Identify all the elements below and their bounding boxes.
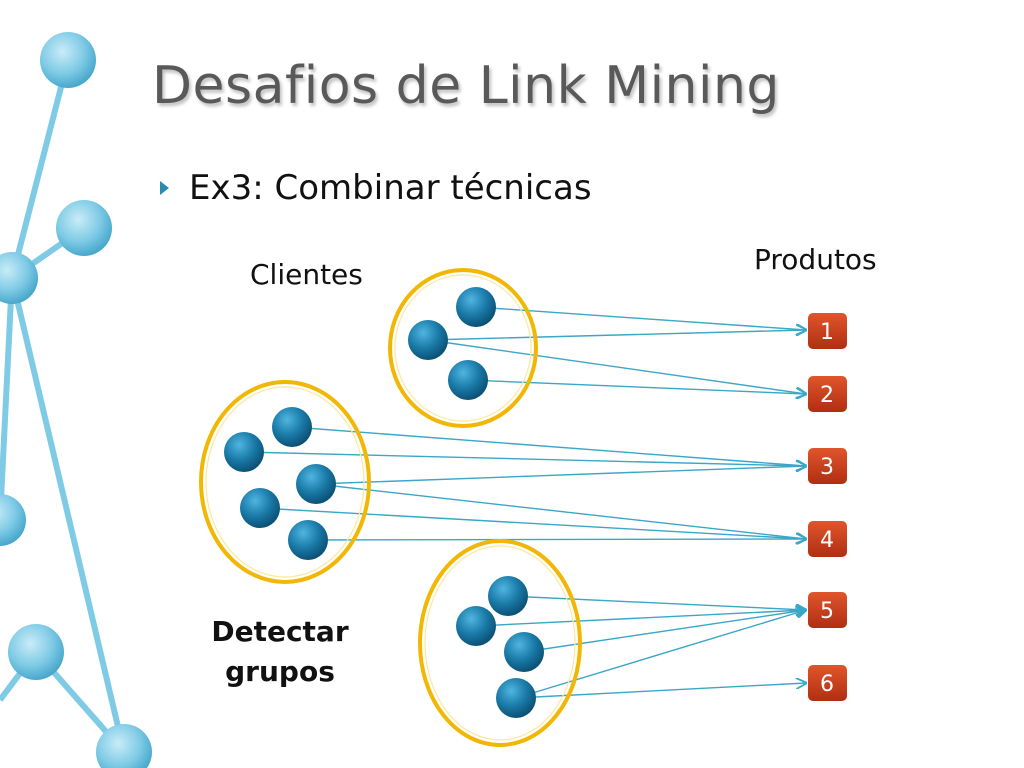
product-label: 5	[820, 599, 834, 624]
edge	[515, 610, 806, 699]
decor-node	[56, 200, 112, 256]
client-node	[296, 464, 336, 504]
edge	[507, 595, 806, 610]
edge	[259, 507, 806, 539]
group-ring	[418, 539, 582, 747]
product-label: 6	[820, 672, 834, 697]
client-node	[240, 488, 280, 528]
edge	[515, 683, 806, 699]
page-title: Desafios de Link Mining	[152, 56, 780, 116]
edge	[427, 330, 806, 341]
client-node	[288, 520, 328, 560]
group-ring	[199, 380, 371, 584]
product-box: 1	[808, 313, 847, 349]
edge	[291, 426, 806, 466]
decor-node	[40, 32, 96, 88]
client-node	[488, 576, 528, 616]
product-box: 5	[808, 592, 847, 628]
decor-node	[0, 252, 38, 304]
client-node	[496, 678, 536, 718]
decor-node	[8, 624, 64, 680]
decor-node	[96, 724, 152, 768]
client-node	[456, 606, 496, 646]
detect-groups-line1: Detectar	[211, 615, 349, 648]
client-node	[408, 320, 448, 360]
client-node	[448, 360, 488, 400]
product-box: 2	[808, 376, 847, 412]
client-node	[272, 407, 312, 447]
product-box: 3	[808, 448, 847, 484]
products-label: Produtos	[754, 243, 877, 276]
product-label: 1	[820, 320, 834, 345]
detect-groups-label: Detectar grupos	[206, 612, 354, 692]
clients-label: Clientes	[250, 258, 363, 291]
product-box: 4	[808, 521, 847, 557]
edge	[523, 610, 806, 653]
client-node	[504, 632, 544, 672]
product-label: 4	[820, 528, 834, 553]
bullet-arrow-icon	[160, 181, 169, 195]
bullet-item: Ex3: Combinar técnicas	[160, 168, 592, 208]
edge	[467, 379, 806, 394]
bullet-text: Ex3: Combinar técnicas	[189, 168, 592, 208]
decorative-network	[0, 32, 152, 768]
product-box: 6	[808, 665, 847, 701]
product-list: 1 2 3 4 5 6	[808, 313, 847, 701]
edge	[315, 466, 806, 485]
product-label: 3	[820, 455, 834, 480]
edge	[315, 483, 806, 539]
edge	[475, 306, 806, 330]
decor-node	[0, 494, 26, 546]
group-ring	[388, 268, 538, 428]
edge	[427, 339, 806, 394]
edge	[243, 451, 806, 466]
edge	[307, 539, 806, 540]
client-node	[224, 432, 264, 472]
client-node	[456, 287, 496, 327]
detect-groups-line2: grupos	[225, 655, 335, 688]
product-label: 2	[820, 383, 834, 408]
edge	[475, 610, 806, 627]
